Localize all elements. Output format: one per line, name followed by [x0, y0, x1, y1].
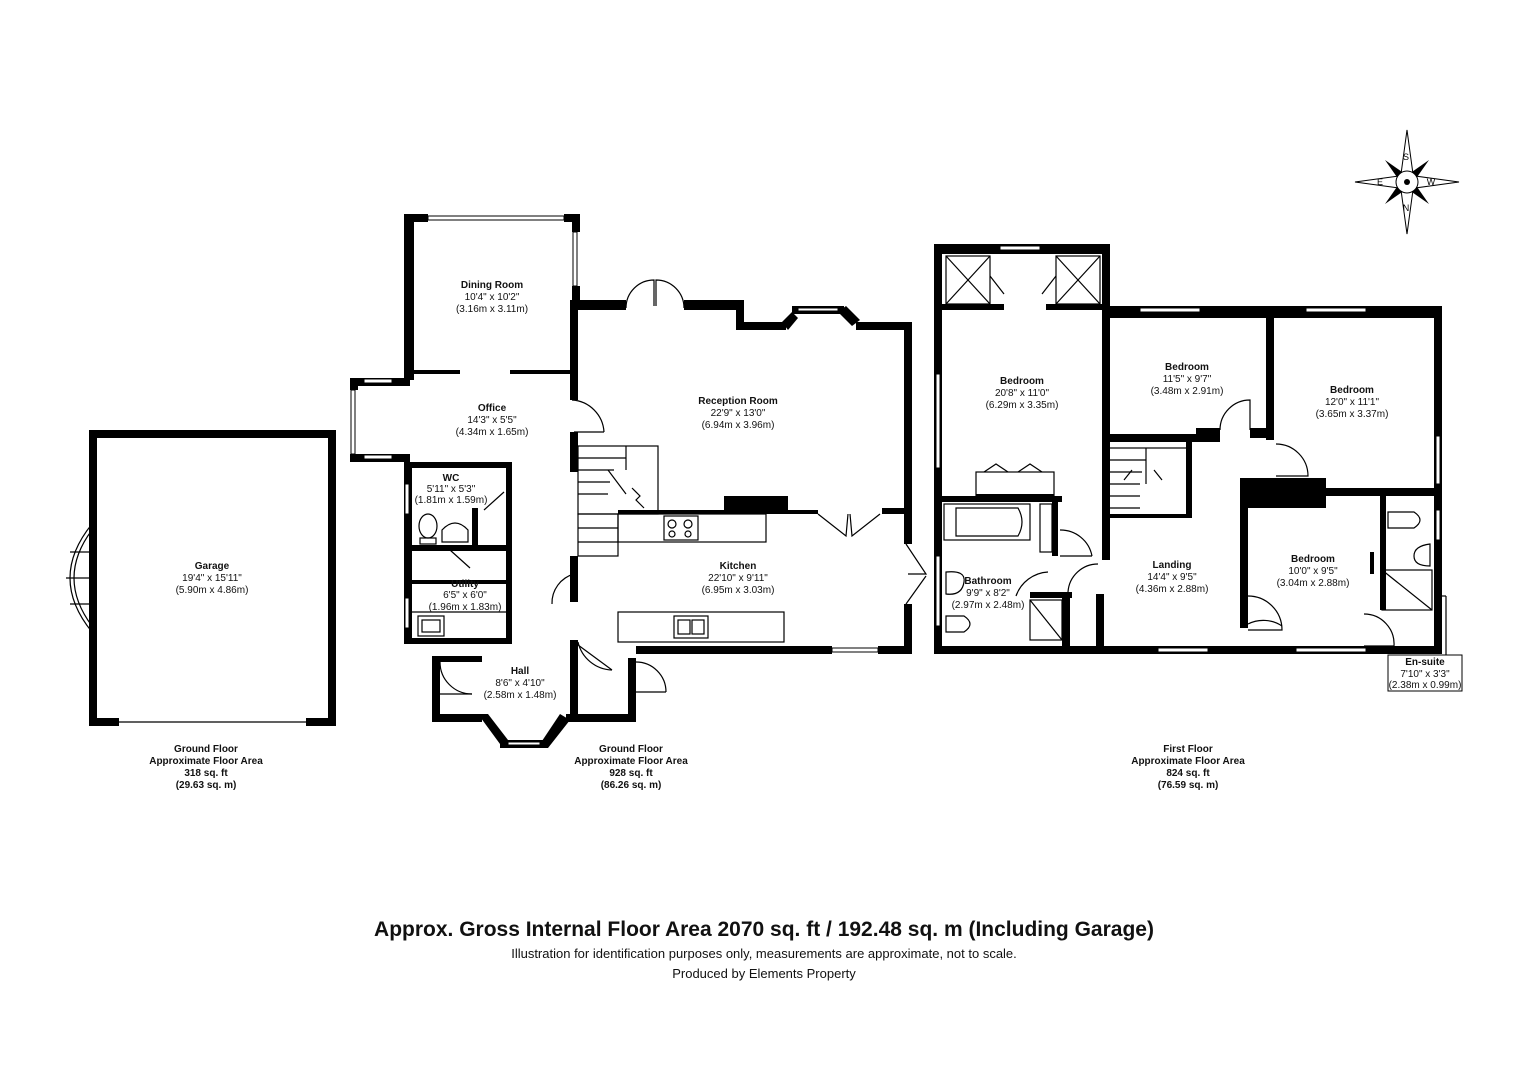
reception-name: Reception Room	[698, 396, 778, 407]
bedroom4-metric: (3.04m x 2.88m)	[1277, 578, 1350, 589]
dining-name: Dining Room	[461, 280, 523, 291]
bathroom-metric: (2.97m x 2.48m)	[952, 600, 1025, 611]
garage-area-caption: Approximate Floor Area	[149, 756, 263, 767]
office-metric: (4.34m x 1.65m)	[456, 427, 529, 438]
office-name: Office	[478, 403, 507, 414]
first-area-sqft: 824 sq. ft	[1166, 768, 1210, 779]
bedroom3-imperial: 12'0" x 11'1"	[1325, 397, 1380, 408]
floor-area-labels: Ground Floor Approximate Floor Area 318 …	[149, 744, 1245, 791]
garage-area-sqm: (29.63 sq. m)	[176, 780, 237, 791]
hall-name: Hall	[511, 666, 530, 677]
garage-area-sqft: 318 sq. ft	[184, 768, 228, 779]
kitchen-imperial: 22'10" x 9'11"	[708, 573, 768, 584]
landing-metric: (4.36m x 2.88m)	[1136, 584, 1209, 595]
gross-area-title: Approx. Gross Internal Floor Area 2070 s…	[374, 918, 1154, 941]
wc-metric: (1.81m x 1.59m)	[415, 495, 488, 506]
producer-text: Produced by Elements Property	[672, 966, 856, 981]
office-imperial: 14'3" x 5'5"	[467, 415, 517, 426]
ground-area-sqft: 928 sq. ft	[609, 768, 653, 779]
utility-metric: (1.96m x 1.83m)	[429, 602, 502, 613]
reception-metric: (6.94m x 3.96m)	[702, 420, 775, 431]
kitchen-name: Kitchen	[720, 561, 757, 572]
bedroom1-name: Bedroom	[1000, 376, 1044, 387]
ground-floor-plan	[350, 214, 928, 748]
first-area-floor: First Floor	[1163, 744, 1213, 755]
bedroom1-metric: (6.29m x 3.35m)	[986, 400, 1059, 411]
bedroom4-name: Bedroom	[1291, 554, 1335, 565]
hall-imperial: 8'6" x 4'10"	[495, 678, 545, 689]
bedroom1-imperial: 20'8" x 11'0"	[995, 388, 1050, 399]
ground-area-sqm: (86.26 sq. m)	[601, 780, 662, 791]
garage-name: Garage	[195, 561, 230, 572]
compass-n: N	[1403, 203, 1410, 213]
bedroom2-metric: (3.48m x 2.91m)	[1151, 386, 1224, 397]
dining-metric: (3.16m x 3.11m)	[456, 304, 528, 315]
ensuite-name: En-suite	[1405, 657, 1445, 668]
bedroom2-imperial: 11'5" x 9'7"	[1163, 374, 1212, 385]
first-floor-plan	[934, 244, 1463, 692]
ground-area-caption: Approximate Floor Area	[574, 756, 688, 767]
hall-metric: (2.58m x 1.48m)	[484, 690, 557, 701]
ensuite-imperial: 7'10" x 3'3"	[1400, 669, 1450, 680]
disclaimer-text: Illustration for identification purposes…	[511, 946, 1017, 961]
bedroom3-metric: (3.65m x 3.37m)	[1316, 409, 1389, 420]
room-labels: Garage 19'4" x 15'11" (5.90m x 4.86m) Di…	[176, 280, 1462, 701]
reception-imperial: 22'9" x 13'0"	[711, 408, 766, 419]
garage-metric: (5.90m x 4.86m)	[176, 585, 249, 596]
compass-s: S	[1403, 152, 1409, 162]
bathroom-name: Bathroom	[964, 576, 1011, 587]
kitchen-metric: (6.95m x 3.03m)	[702, 585, 775, 596]
first-area-sqm: (76.59 sq. m)	[1158, 780, 1219, 791]
ground-area-floor: Ground Floor	[599, 744, 663, 755]
bedroom4-imperial: 10'0" x 9'5"	[1288, 566, 1338, 577]
bathroom-imperial: 9'9" x 8'2"	[966, 588, 1010, 599]
dining-imperial: 10'4" x 10'2"	[465, 292, 520, 303]
landing-name: Landing	[1153, 560, 1192, 571]
garage-plan	[66, 430, 336, 726]
garage-area-floor: Ground Floor	[174, 744, 238, 755]
garage-imperial: 19'4" x 15'11"	[182, 573, 242, 584]
wc-name: WC	[443, 473, 460, 484]
bedroom2-name: Bedroom	[1165, 362, 1209, 373]
compass-e: E	[1377, 177, 1383, 187]
compass-w: W	[1427, 177, 1436, 187]
first-area-caption: Approximate Floor Area	[1131, 756, 1245, 767]
ensuite-metric: (2.38m x 0.99m)	[1389, 680, 1462, 691]
wc-imperial: 5'11" x 5'3"	[427, 484, 476, 495]
landing-imperial: 14'4" x 9'5"	[1147, 572, 1197, 583]
bedroom3-name: Bedroom	[1330, 385, 1374, 396]
utility-name: Utility	[451, 579, 479, 590]
utility-imperial: 6'5" x 6'0"	[443, 590, 487, 601]
compass-rose: S N E W	[1354, 129, 1460, 235]
